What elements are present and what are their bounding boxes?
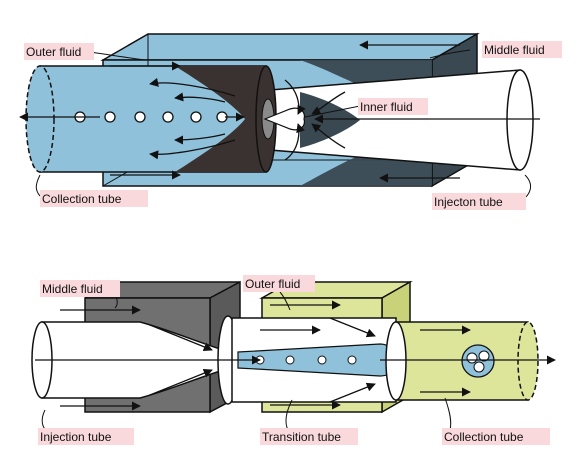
- label-transition-tube-bottom: Transition tube: [262, 430, 341, 444]
- droplet: [347, 355, 357, 365]
- label-outer-fluid-top: Outer fluid: [26, 45, 81, 59]
- label-outer-fluid-bottom: Outer fluid: [245, 277, 300, 291]
- droplet: [134, 111, 146, 123]
- droplet: [162, 111, 174, 123]
- droplet: [190, 111, 202, 123]
- top-flow-arrows: [19, 40, 540, 183]
- label-inner-fluid-top: Inner fluid: [360, 100, 413, 114]
- top-device: [19, 32, 540, 201]
- bottom-device: [31, 280, 556, 433]
- bottom-flow-arrows: [35, 300, 556, 411]
- label-collection-tube-bottom: Collection tube: [444, 430, 524, 444]
- label-injection-tube-bottom: Injection tube: [40, 430, 112, 444]
- top-collection-tube-opening: [25, 65, 55, 173]
- top-inner-fluid-tip: [263, 107, 305, 131]
- label-middle-fluid-top: Middle fluid: [484, 43, 545, 57]
- top-channel-top-face: [100, 33, 480, 61]
- label-injection-tube-top: Injecton tube: [434, 195, 503, 209]
- top-injection-tube-end: [506, 69, 534, 171]
- droplet: [317, 355, 327, 365]
- droplet: [285, 355, 295, 365]
- label-middle-fluid-bottom: Middle fluid: [42, 282, 103, 296]
- label-collection-tube-top: Collection tube: [42, 192, 122, 206]
- droplet: [104, 111, 116, 123]
